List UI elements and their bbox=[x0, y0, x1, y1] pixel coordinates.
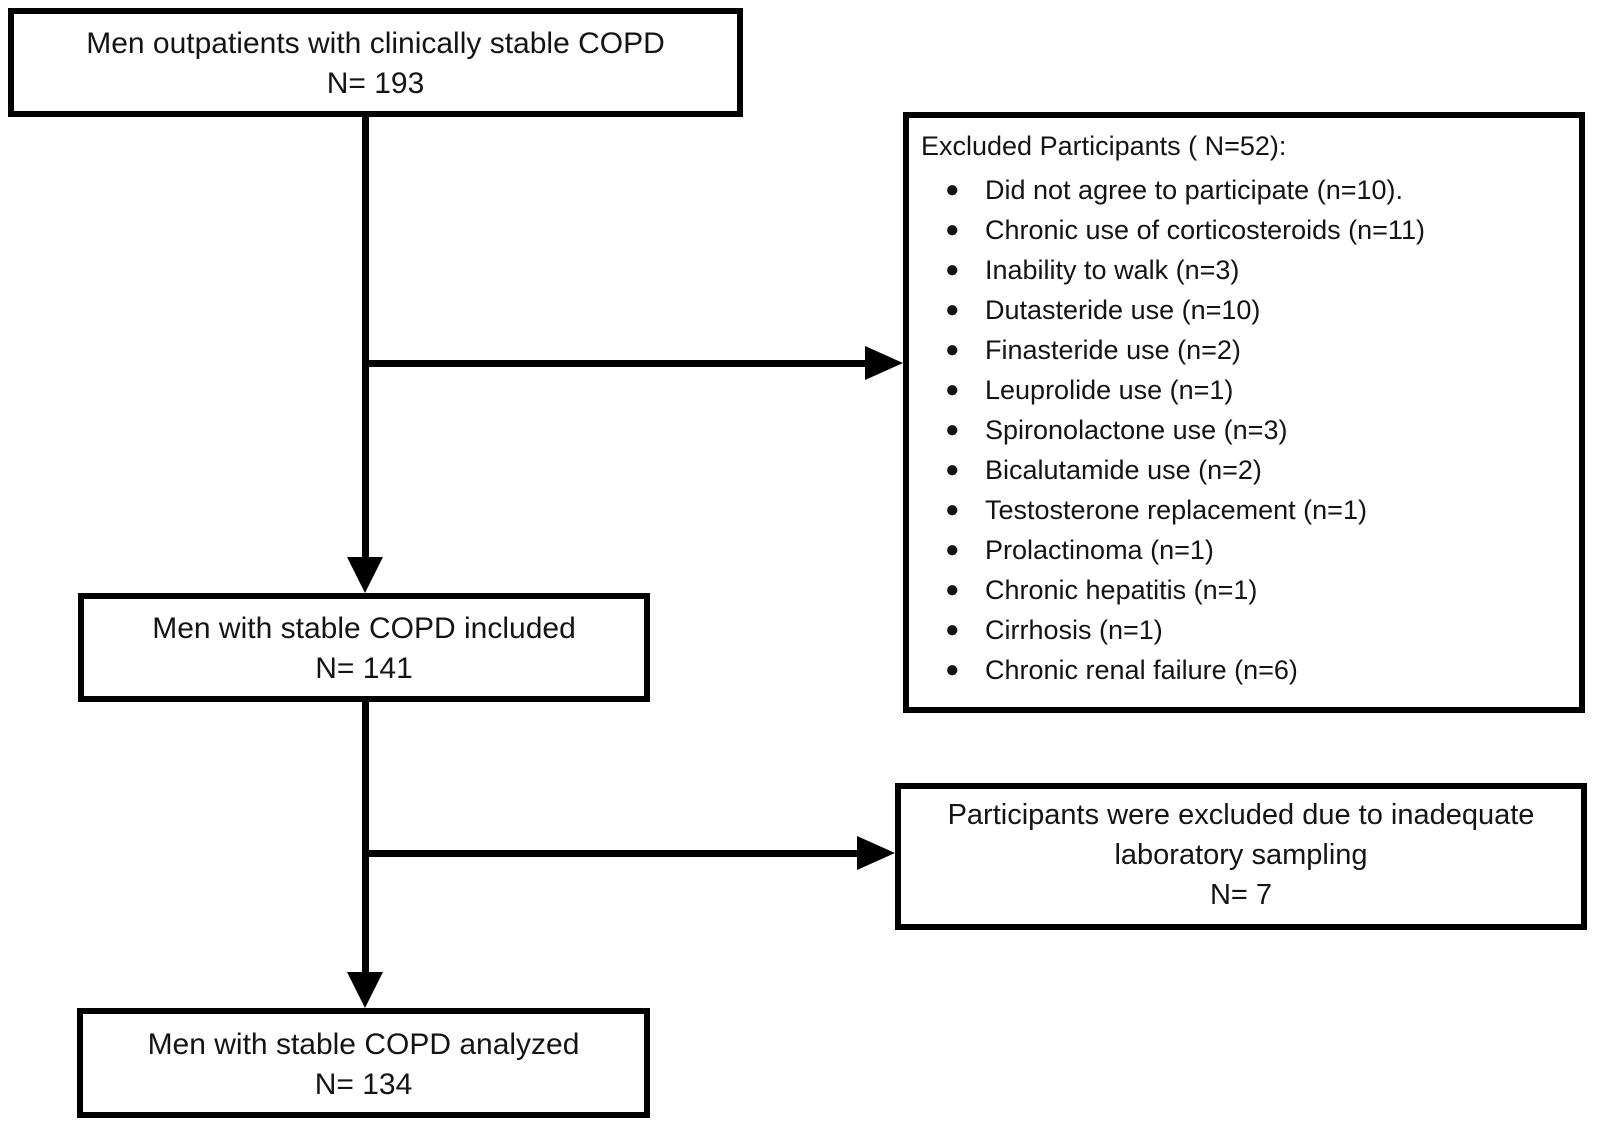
list-item: ● Leuprolide use (n=1) bbox=[921, 370, 1571, 410]
bullet-icon: ● bbox=[945, 496, 960, 523]
connector-included-to-analyzed bbox=[362, 702, 369, 974]
list-item-text: Testosterone replacement (n=1) bbox=[985, 495, 1367, 525]
flow-box-included: Men with stable COPD included N= 141 bbox=[78, 593, 650, 702]
list-item-text: Chronic renal failure (n=6) bbox=[985, 655, 1298, 685]
list-item-text: Dutasteride use (n=10) bbox=[985, 295, 1261, 325]
flow-box-lab-exclusion-count: N= 7 bbox=[1209, 879, 1273, 911]
flow-box-included-count: N= 141 bbox=[315, 652, 413, 685]
list-item: ● Chronic hepatitis (n=1) bbox=[921, 570, 1571, 610]
connector-branch-to-excluded bbox=[362, 360, 867, 367]
list-item-text: Bicalutamide use (n=2) bbox=[985, 455, 1262, 485]
bullet-icon: ● bbox=[945, 416, 960, 443]
list-item: ● Bicalutamide use (n=2) bbox=[921, 450, 1571, 490]
list-item-text: Did not agree to participate (n=10). bbox=[985, 175, 1403, 205]
list-item: ● Dutasteride use (n=10) bbox=[921, 290, 1571, 330]
arrow-down-icon bbox=[347, 972, 383, 1008]
list-item: ● Prolactinoma (n=1) bbox=[921, 530, 1571, 570]
arrow-right-icon bbox=[865, 346, 903, 380]
bullet-icon: ● bbox=[945, 576, 960, 603]
bullet-icon: ● bbox=[945, 656, 960, 683]
list-item-text: Prolactinoma (n=1) bbox=[985, 535, 1214, 565]
flow-box-outpatients-count: N= 193 bbox=[326, 67, 425, 100]
bullet-icon: ● bbox=[945, 456, 960, 483]
arrow-right-icon bbox=[857, 836, 895, 870]
list-item: ● Spironolactone use (n=3) bbox=[921, 410, 1571, 450]
connector-top-to-included bbox=[362, 117, 369, 559]
list-item: ● Did not agree to participate (n=10). bbox=[921, 170, 1571, 210]
flow-box-analyzed-title: Men with stable COPD analyzed bbox=[147, 1028, 580, 1061]
flow-box-analyzed-count: N= 134 bbox=[314, 1068, 413, 1101]
bullet-icon: ● bbox=[945, 296, 960, 323]
list-item-text: Inability to walk (n=3) bbox=[985, 255, 1240, 285]
list-item: ● Cirrhosis (n=1) bbox=[921, 610, 1571, 650]
flow-box-outpatients-title: Men outpatients with clinically stable C… bbox=[86, 27, 665, 60]
list-item: ● Inability to walk (n=3) bbox=[921, 250, 1571, 290]
bullet-icon: ● bbox=[945, 336, 960, 363]
list-item-text: Leuprolide use (n=1) bbox=[985, 375, 1234, 405]
excluded-reasons-list: ● Did not agree to participate (n=10). ● C… bbox=[921, 170, 1571, 690]
flow-box-lab-exclusion: Participants were excluded due to inadeq… bbox=[895, 783, 1587, 930]
list-item-text: Chronic hepatitis (n=1) bbox=[985, 575, 1258, 605]
connector-branch-to-lab-exclusion bbox=[362, 850, 859, 857]
flow-box-included-title: Men with stable COPD included bbox=[152, 612, 576, 645]
list-item-text: Cirrhosis (n=1) bbox=[985, 615, 1163, 645]
list-item-text: Finasteride use (n=2) bbox=[985, 335, 1241, 365]
arrow-down-icon bbox=[347, 557, 383, 593]
bullet-icon: ● bbox=[945, 256, 960, 283]
list-item-text: Spironolactone use (n=3) bbox=[985, 415, 1288, 445]
bullet-icon: ● bbox=[945, 616, 960, 643]
flow-box-lab-exclusion-line2: laboratory sampling bbox=[1114, 839, 1368, 871]
flow-box-excluded-title: Excluded Participants ( N=52): bbox=[921, 131, 1287, 161]
flow-box-analyzed: Men with stable COPD analyzed N= 134 bbox=[77, 1008, 650, 1118]
flow-box-lab-exclusion-line1: Participants were excluded due to inadeq… bbox=[947, 799, 1535, 831]
list-item: ● Chronic renal failure (n=6) bbox=[921, 650, 1571, 690]
bullet-icon: ● bbox=[945, 176, 960, 203]
bullet-icon: ● bbox=[945, 536, 960, 563]
list-item: ● Testosterone replacement (n=1) bbox=[921, 490, 1571, 530]
flow-box-excluded: Excluded Participants ( N=52): ● Did not … bbox=[903, 112, 1585, 713]
list-item: ● Chronic use of corticosteroids (n=11) bbox=[921, 210, 1571, 250]
flow-box-outpatients: Men outpatients with clinically stable C… bbox=[8, 8, 743, 117]
bullet-icon: ● bbox=[945, 376, 960, 403]
list-item-text: Chronic use of corticosteroids (n=11) bbox=[985, 215, 1425, 245]
list-item: ● Finasteride use (n=2) bbox=[921, 330, 1571, 370]
bullet-icon: ● bbox=[945, 216, 960, 243]
